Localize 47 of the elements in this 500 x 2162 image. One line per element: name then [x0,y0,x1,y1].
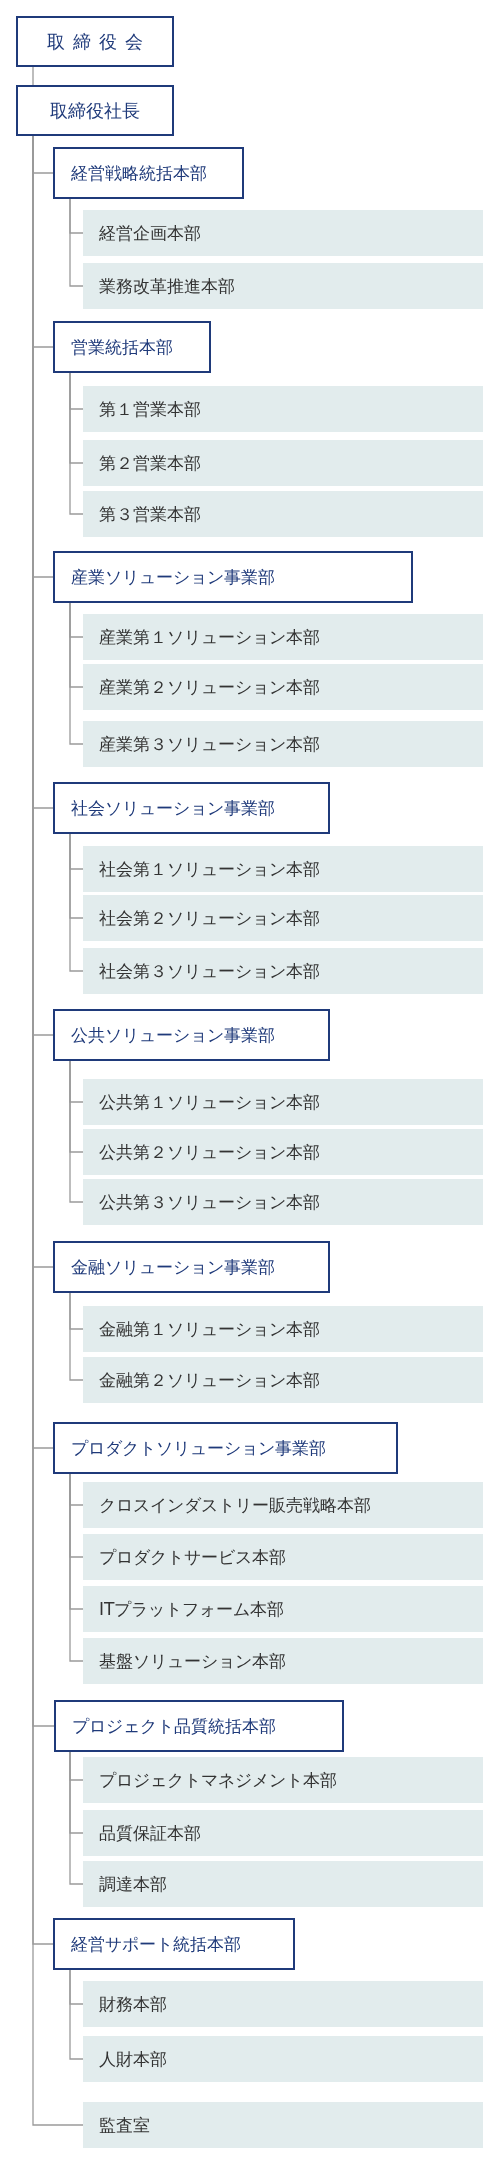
department-box: 第２営業本部 [83,440,483,486]
division-box: 社会ソリューション事業部 [53,782,330,834]
department-box: プロダクトサービス本部 [83,1534,483,1580]
department-box: 基盤ソリューション本部 [83,1638,483,1684]
department-box: 産業第１ソリューション本部 [83,614,483,660]
division-box: 営業統括本部 [53,321,211,373]
department-box: 社会第２ソリューション本部 [83,895,483,941]
division-box: プロジェクト品質統括本部 [54,1700,344,1752]
department-box: 第１営業本部 [83,386,483,432]
department-box: 経営企画本部 [83,210,483,256]
connector-line [69,372,84,515]
division-box: 経営サポート統括本部 [53,1918,295,1970]
division-box: 経営戦略統括本部 [53,147,244,199]
department-box: 人財本部 [83,2036,483,2082]
connector-line [69,1969,84,2060]
executive-box: 取締役社長 [16,85,174,136]
department-box: 社会第３ソリューション本部 [83,948,483,994]
department-box: 監査室 [83,2102,483,2148]
department-box: 金融第１ソリューション本部 [83,1306,483,1352]
connector-line [69,1060,84,1203]
department-box: 公共第２ソリューション本部 [83,1129,483,1175]
department-box: 金融第２ソリューション本部 [83,1357,483,1403]
department-box: ITプラットフォーム本部 [83,1586,483,1632]
connector-line [69,833,84,972]
department-box: 公共第１ソリューション本部 [83,1079,483,1125]
division-box: 金融ソリューション事業部 [53,1241,330,1293]
division-box: 産業ソリューション事業部 [53,551,413,603]
connector-line [69,1292,84,1381]
department-box: 業務改革推進本部 [83,263,483,309]
department-box: 第３営業本部 [83,491,483,537]
department-box: 品質保証本部 [83,1810,483,1856]
division-box: プロダクトソリューション事業部 [53,1422,398,1474]
connector-line [69,1751,84,1885]
connector-line [32,66,34,86]
division-box: 公共ソリューション事業部 [53,1009,330,1061]
department-box: 公共第３ソリューション本部 [83,1179,483,1225]
executive-box: 取締役会 [16,16,174,67]
connector-line [69,198,84,287]
connector-line [69,602,84,745]
department-box: 財務本部 [83,1981,483,2027]
department-box: 調達本部 [83,1861,483,1907]
department-box: 産業第３ソリューション本部 [83,721,483,767]
department-box: プロジェクトマネジメント本部 [83,1757,483,1803]
department-box: クロスインダストリー販売戦略本部 [83,1482,483,1528]
connector-line [69,1473,84,1662]
department-box: 社会第１ソリューション本部 [83,846,483,892]
department-box: 産業第２ソリューション本部 [83,664,483,710]
